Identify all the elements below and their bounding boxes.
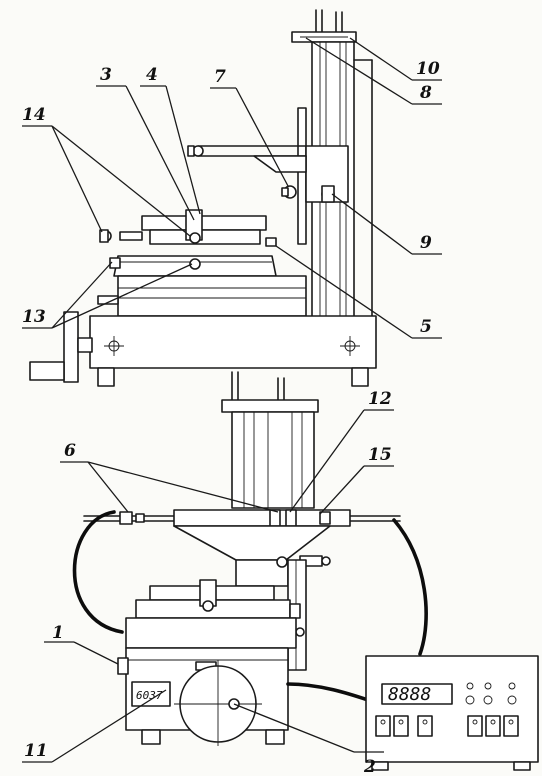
callout-1: 1 [52, 623, 64, 643]
callout-10: 10 [416, 59, 440, 79]
callout-14: 14 [22, 105, 46, 125]
callout-11: 11 [24, 741, 48, 761]
side-handle [63, 311, 79, 383]
display-reading: 8888 [388, 684, 431, 705]
left-cable [72, 510, 124, 634]
callout-labels: 1 2 3 4 5 6 7 8 9 10 11 12 13 14 15 [22, 59, 440, 776]
callout-8: 8 [419, 83, 432, 103]
knob-13 [109, 257, 121, 269]
electronic-unit [365, 655, 539, 763]
lower-cable [286, 682, 370, 702]
funnel-housing [173, 525, 331, 561]
lower-view: 6037 8888 [72, 371, 539, 771]
base-label-text: 6037 [136, 689, 163, 702]
digital-display [381, 683, 453, 705]
lower-top-plate [221, 399, 319, 413]
base-label-plate [131, 681, 171, 707]
callout-4: 4 [146, 65, 158, 85]
callout-5: 5 [420, 317, 432, 337]
callout-7: 7 [214, 67, 226, 87]
right-cable [392, 518, 428, 656]
callout-3: 3 [100, 65, 112, 85]
callout-12: 12 [368, 389, 392, 409]
callout-15: 15 [368, 445, 392, 465]
stage-top-plate [141, 215, 267, 231]
knob-1 [117, 657, 129, 675]
lower-column [231, 411, 315, 509]
callout-6: 6 [64, 441, 76, 461]
upper-view [29, 9, 377, 387]
leader-lines [22, 37, 442, 763]
callout-2: 2 [363, 757, 376, 776]
scale-bar [297, 107, 307, 245]
knob-14 [99, 229, 109, 243]
callout-9: 9 [420, 233, 432, 253]
callout-13: 13 [22, 307, 46, 327]
upper-base [89, 315, 377, 369]
